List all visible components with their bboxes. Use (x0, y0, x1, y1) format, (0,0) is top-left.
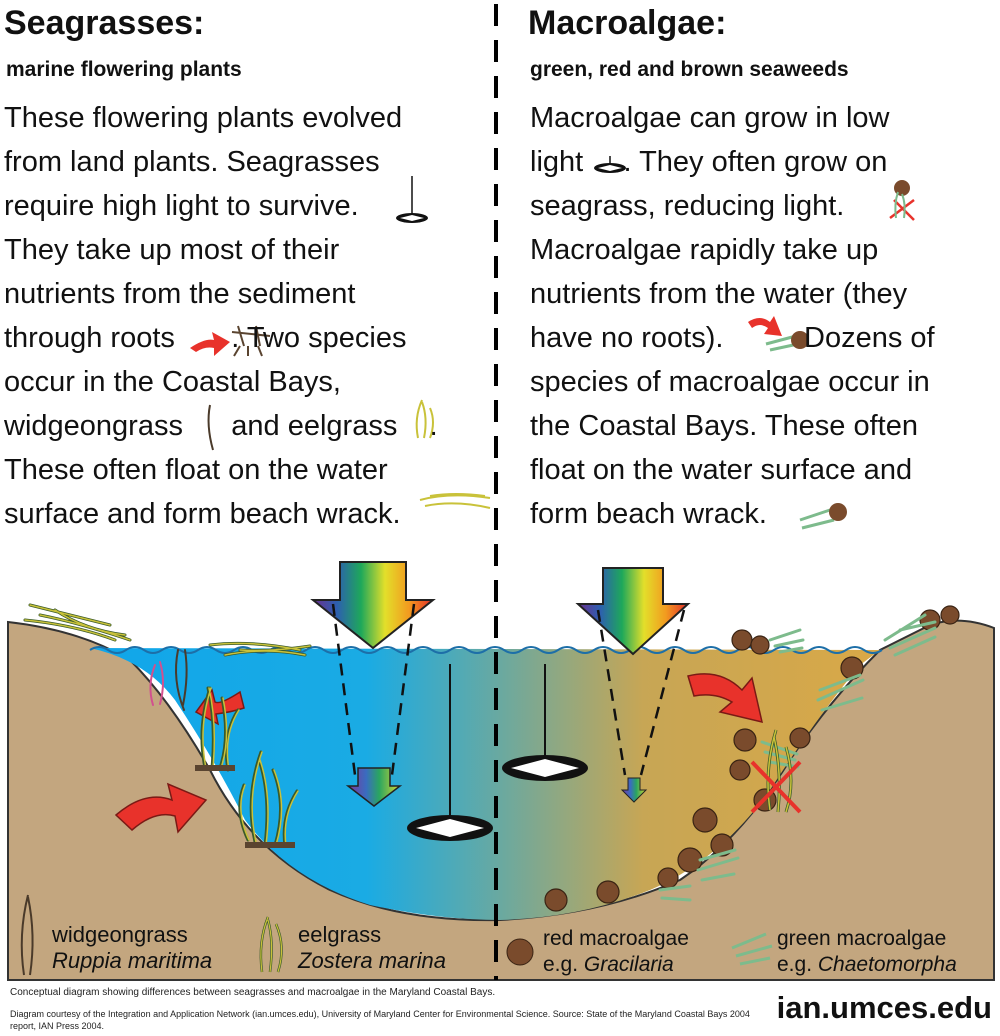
shaded-seagrass-icon (889, 180, 915, 221)
macroalgae-line: have no roots). Dozens of (530, 322, 935, 354)
legend-green-prefix: e.g. (777, 953, 818, 976)
light-arrow-left-bottom (345, 767, 403, 807)
column-divider (494, 4, 498, 980)
algae-icon (765, 331, 809, 352)
legend-eelgrass-common: eelgrass (298, 922, 382, 947)
legend-eelgrass-icon (259, 916, 283, 973)
legend-green-algae-icon (731, 932, 773, 966)
eelgrass-icon (415, 399, 434, 439)
seagrass-line: widgeongrass and eelgrass . (4, 410, 438, 442)
secchi-disk-left (407, 815, 493, 841)
light-arrow-right (575, 567, 691, 656)
seagrass-line: They take up most of their (4, 234, 340, 266)
algae-wrack-icon (799, 503, 847, 530)
widgeongrass-icon (207, 404, 214, 451)
shaded-seagrass (750, 729, 802, 814)
seagrass-title: Seagrasses: (4, 4, 205, 42)
nutrient-arrow-sediment (114, 782, 208, 834)
seagrass-subtitle: marine flowering plants (6, 58, 242, 81)
macroalgae-line: the Coastal Bays. These often (530, 410, 918, 442)
macroalgae-line: form beach wrack. (530, 498, 767, 530)
seagrass-line: require high light to survive. (4, 190, 359, 222)
arrow-icon-algae (748, 316, 782, 336)
green-macroalgae-clumps (658, 613, 937, 902)
credit-line-1: Diagram courtesy of the Integration and … (10, 1009, 750, 1019)
seagrass-description: These flowering plants evolved from land… (4, 96, 484, 536)
macroalgae-line: seagrass, reducing light. (530, 190, 845, 222)
macroalgae-line: float on the water surface and (530, 454, 913, 486)
seagrass-line: These flowering plants evolved (4, 102, 403, 134)
seagrass-line: These often float on the water (4, 454, 388, 486)
secchi-icon-right (594, 156, 626, 173)
legend-green-common: green macroalgae (777, 927, 947, 950)
legend-red-prefix: e.g. (543, 953, 584, 976)
light-arrow-right-bottom (620, 777, 648, 803)
macroalgae-line: Macroalgae rapidly take up (530, 234, 879, 266)
root-icon (231, 325, 271, 357)
brand-logo-text[interactable]: ian.umces.edu (776, 990, 992, 1025)
beach-wrack-left (23, 603, 312, 657)
nutrient-arrow-right-water (687, 673, 763, 724)
credit-line-2: report, IAN Press 2004. (10, 1021, 105, 1031)
legend-green-macroalgae: green macroalgae e.g. Chaetomorpha (777, 926, 957, 978)
macroalgae-line: light . They often grow on (530, 146, 888, 178)
legend-red-macroalgae: red macroalgae e.g. Gracilaria (543, 926, 689, 978)
secchi-disk-right (502, 755, 588, 781)
legend-eelgrass: eelgrass Zostera marina (298, 922, 446, 974)
seagrass-bed-left (149, 649, 299, 848)
legend-red-algae-icon (506, 938, 534, 966)
arrow-icon-roots (190, 332, 230, 356)
legend-red-latin: Gracilaria (583, 953, 674, 976)
seagrass-line: surface and form beach wrack. (4, 498, 401, 530)
seagrass-line: nutrients from the sediment (4, 278, 356, 310)
legend-widgeongrass-common: widgeongrass (52, 922, 188, 947)
seagrass-line: occur in the Coastal Bays, (4, 366, 341, 398)
secchi-icon (396, 176, 428, 223)
macroalgae-subtitle: green, red and brown seaweeds (530, 58, 849, 81)
legend-eelgrass-latin: Zostera marina (298, 948, 446, 973)
wrack-icon-left (419, 493, 491, 509)
macroalgae-line: species of macroalgae occur in (530, 366, 930, 398)
cross-mark (750, 760, 802, 814)
legend-green-latin: Chaetomorpha (817, 953, 957, 976)
macroalgae-description: Macroalgae can grow in low light . They … (530, 96, 990, 536)
legend-widgeongrass: widgeongrass Ruppia maritima (52, 922, 212, 974)
macroalgae-line: nutrients from the water (they (530, 278, 908, 310)
seagrass-line: from land plants. Seagrasses (4, 146, 380, 178)
light-arrow-left (310, 561, 436, 650)
macroalgae-line: Macroalgae can grow in low (530, 102, 890, 134)
figure-caption: Conceptual diagram showing differences b… (10, 987, 496, 998)
legend-widgeongrass-icon (20, 894, 34, 976)
legend-red-common: red macroalgae (543, 927, 689, 950)
seagrass-line: through roots . Two species (4, 322, 407, 354)
macroalgae-title: Macroalgae: (528, 4, 727, 42)
legend-widgeongrass-latin: Ruppia maritima (52, 948, 213, 973)
